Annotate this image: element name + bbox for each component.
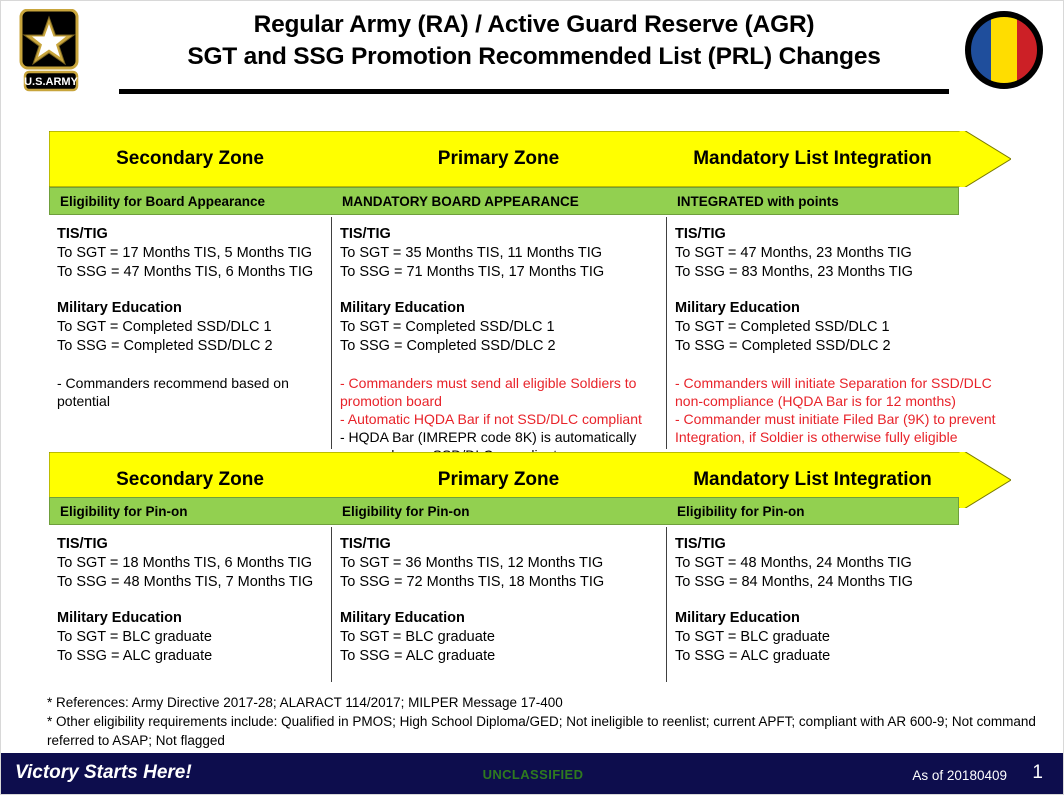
footnote-other-requirements: * Other eligibility requirements include… [47, 714, 1036, 748]
arrow-banner-board-appearance [49, 131, 1011, 187]
note-item: - Commander must initiate Filed Bar (9K)… [675, 411, 996, 445]
page-title-line1: Regular Army (RA) / Active Guard Reserve… [253, 11, 815, 38]
green-header-pin-on-primary: Eligibility for Pin-on [342, 503, 470, 519]
tis-tig-heading: TIS/TIG [340, 536, 391, 552]
classification-marking: UNCLASSIFIED [482, 767, 584, 782]
svg-text:U.S.ARMY: U.S.ARMY [24, 76, 78, 88]
tis-tig-sgt: To SGT = 18 Months TIS, 6 Months TIG [57, 555, 313, 571]
column-secondary-zone-pin-on: TIS/TIG To SGT = 18 Months TIS, 6 Months… [49, 527, 331, 682]
tis-tig-ssg: To SSG = 83 Months, 23 Months TIG [675, 264, 913, 280]
military-education-heading: Military Education [57, 610, 182, 626]
military-education-sgt: To SGT = BLC graduate [675, 629, 830, 645]
military-education-sgt: To SGT = BLC graduate [57, 629, 212, 645]
green-header-integrated-points: INTEGRATED with points [677, 193, 839, 209]
note-item: - Automatic HQDA Bar if not SSD/DLC comp… [340, 411, 642, 427]
military-education-heading: Military Education [340, 610, 465, 626]
tis-tig-heading: TIS/TIG [57, 226, 108, 242]
content-columns-pin-on: TIS/TIG To SGT = 18 Months TIS, 6 Months… [49, 527, 1011, 682]
military-education-ssg: To SSG = Completed SSD/DLC 2 [675, 338, 891, 354]
tis-tig-ssg: To SSG = 72 Months TIS, 18 Months TIG [340, 574, 605, 590]
tis-tig-ssg: To SSG = 84 Months, 24 Months TIG [675, 574, 913, 590]
column-primary-zone-board: TIS/TIG To SGT = 35 Months TIS, 11 Month… [331, 217, 666, 463]
note-item: - Commanders recommend based on potentia… [57, 375, 289, 409]
military-education-sgt: To SGT = Completed SSD/DLC 1 [675, 319, 890, 335]
note-item: - Commanders must send all eligible Sold… [340, 375, 637, 409]
military-education-ssg: To SSG = ALC graduate [57, 648, 213, 664]
tis-tig-ssg: To SSG = 71 Months TIS, 17 Months TIG [340, 264, 605, 280]
military-education-ssg: To SSG = ALC graduate [340, 648, 496, 664]
military-education-sgt: To SGT = Completed SSD/DLC 1 [57, 319, 272, 335]
green-header-mandatory-board: MANDATORY BOARD APPEARANCE [342, 193, 579, 209]
military-education-heading: Military Education [340, 300, 465, 316]
military-education-ssg: To SSG = Completed SSD/DLC 2 [57, 338, 273, 354]
tis-tig-sgt: To SGT = 17 Months TIS, 5 Months TIG [57, 245, 313, 261]
military-education-ssg: To SSG = Completed SSD/DLC 2 [340, 338, 556, 354]
military-education-heading: Military Education [675, 610, 800, 626]
column-mandatory-integration-board: TIS/TIG To SGT = 47 Months, 23 Months TI… [666, 217, 1011, 449]
tis-tig-ssg: To SSG = 48 Months TIS, 7 Months TIG [57, 574, 314, 590]
footer-motto: Victory Starts Here! [15, 762, 192, 783]
footer-as-of-date: As of 20180409 [912, 768, 1007, 783]
tis-tig-heading: TIS/TIG [340, 226, 391, 242]
military-education-heading: Military Education [57, 300, 182, 316]
green-header-row-board-appearance: Eligibility for Board Appearance MANDATO… [49, 187, 959, 215]
column-secondary-zone-board: TIS/TIG To SGT = 17 Months TIS, 5 Months… [49, 217, 331, 449]
note-item: - Commanders will initiate Separation fo… [675, 375, 992, 409]
tis-tig-sgt: To SGT = 35 Months TIS, 11 Months TIG [340, 245, 603, 261]
tradoc-roundel-emblem [963, 9, 1045, 91]
military-education-heading: Military Education [675, 300, 800, 316]
green-header-pin-on-mandatory: Eligibility for Pin-on [677, 503, 805, 519]
footer-page-number: 1 [1032, 762, 1043, 783]
column-mandatory-integration-pin-on: TIS/TIG To SGT = 48 Months, 24 Months TI… [666, 527, 1011, 682]
page-title: Regular Army (RA) / Active Guard Reserve… [119, 9, 949, 73]
footnote-references: * References: Army Directive 2017-28; AL… [47, 695, 563, 710]
military-education-sgt: To SGT = BLC graduate [340, 629, 495, 645]
military-education-sgt: To SGT = Completed SSD/DLC 1 [340, 319, 555, 335]
us-army-star-logo: U.S.ARMY [19, 8, 83, 93]
title-divider-rule [119, 89, 949, 94]
arrow-banner-pin-on [49, 452, 1011, 508]
footnotes-block: * References: Army Directive 2017-28; AL… [47, 693, 1047, 750]
tis-tig-ssg: To SSG = 47 Months TIS, 6 Months TIG [57, 264, 314, 280]
green-header-eligibility-board: Eligibility for Board Appearance [60, 193, 266, 209]
column-primary-zone-pin-on: TIS/TIG To SGT = 36 Months TIS, 12 Month… [331, 527, 666, 682]
tis-tig-heading: TIS/TIG [675, 536, 726, 552]
military-education-ssg: To SSG = ALC graduate [675, 648, 831, 664]
green-header-row-pin-on: Eligibility for Pin-on Eligibility for P… [49, 497, 959, 525]
tis-tig-heading: TIS/TIG [675, 226, 726, 242]
page-title-line2: SGT and SSG Promotion Recommended List (… [187, 43, 881, 70]
content-columns-board-appearance: TIS/TIG To SGT = 17 Months TIS, 5 Months… [49, 217, 1011, 463]
tis-tig-sgt: To SGT = 36 Months TIS, 12 Months TIG [340, 555, 604, 571]
tis-tig-sgt: To SGT = 48 Months, 24 Months TIG [675, 555, 912, 571]
tis-tig-sgt: To SGT = 47 Months, 23 Months TIG [675, 245, 912, 261]
tis-tig-heading: TIS/TIG [57, 536, 108, 552]
footer-bar: Victory Starts Here! UNCLASSIFIED As of … [1, 753, 1063, 794]
green-header-pin-on-secondary: Eligibility for Pin-on [60, 503, 188, 519]
